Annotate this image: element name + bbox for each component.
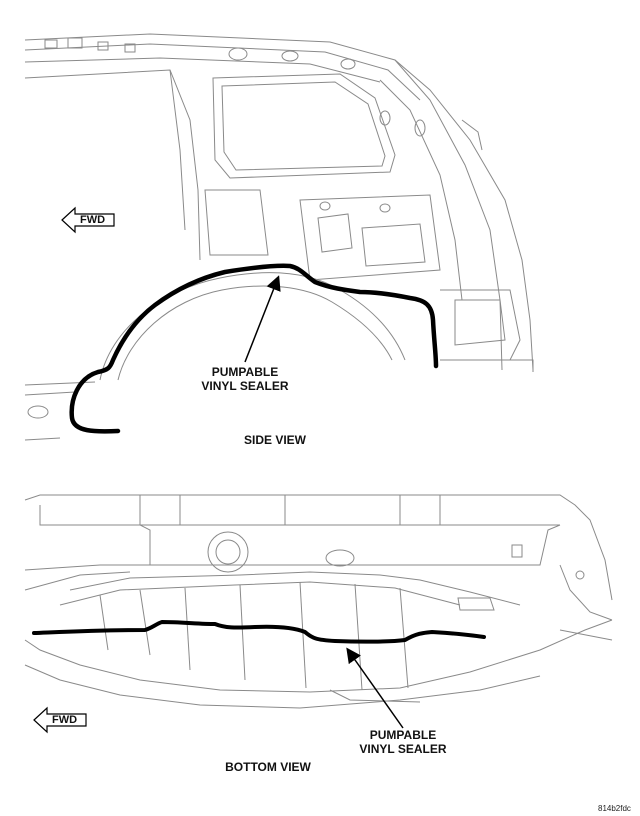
bottom-view-callout-leader: [346, 647, 404, 729]
side-view-callout-leader: [244, 275, 281, 363]
bottom-view-callout-line2: VINYL SEALER: [359, 742, 447, 756]
bottom-view-caption: BOTTOM VIEW: [225, 760, 311, 774]
side-view-caption: SIDE VIEW: [243, 433, 306, 447]
bottom-view-callout-line1: PUMPABLE: [369, 728, 437, 742]
side-view-callout-line1: PUMPABLE: [211, 365, 279, 379]
bottom-view-sealer-bead: [32, 620, 486, 644]
document-id: 814b2fdc: [598, 804, 631, 813]
side-view-fwd-arrow: [61, 206, 115, 234]
side-view-sealer-bead: [69, 263, 439, 434]
bottom-view-body-outline: [24, 494, 613, 709]
side-view-callout-line2: VINYL SEALER: [201, 379, 289, 393]
side-view-fwd-label: FWD: [80, 214, 106, 226]
side-view-body-outline: [24, 33, 534, 441]
bottom-view-fwd-arrow: [33, 706, 87, 734]
bottom-view-fwd-label: FWD: [52, 714, 78, 726]
